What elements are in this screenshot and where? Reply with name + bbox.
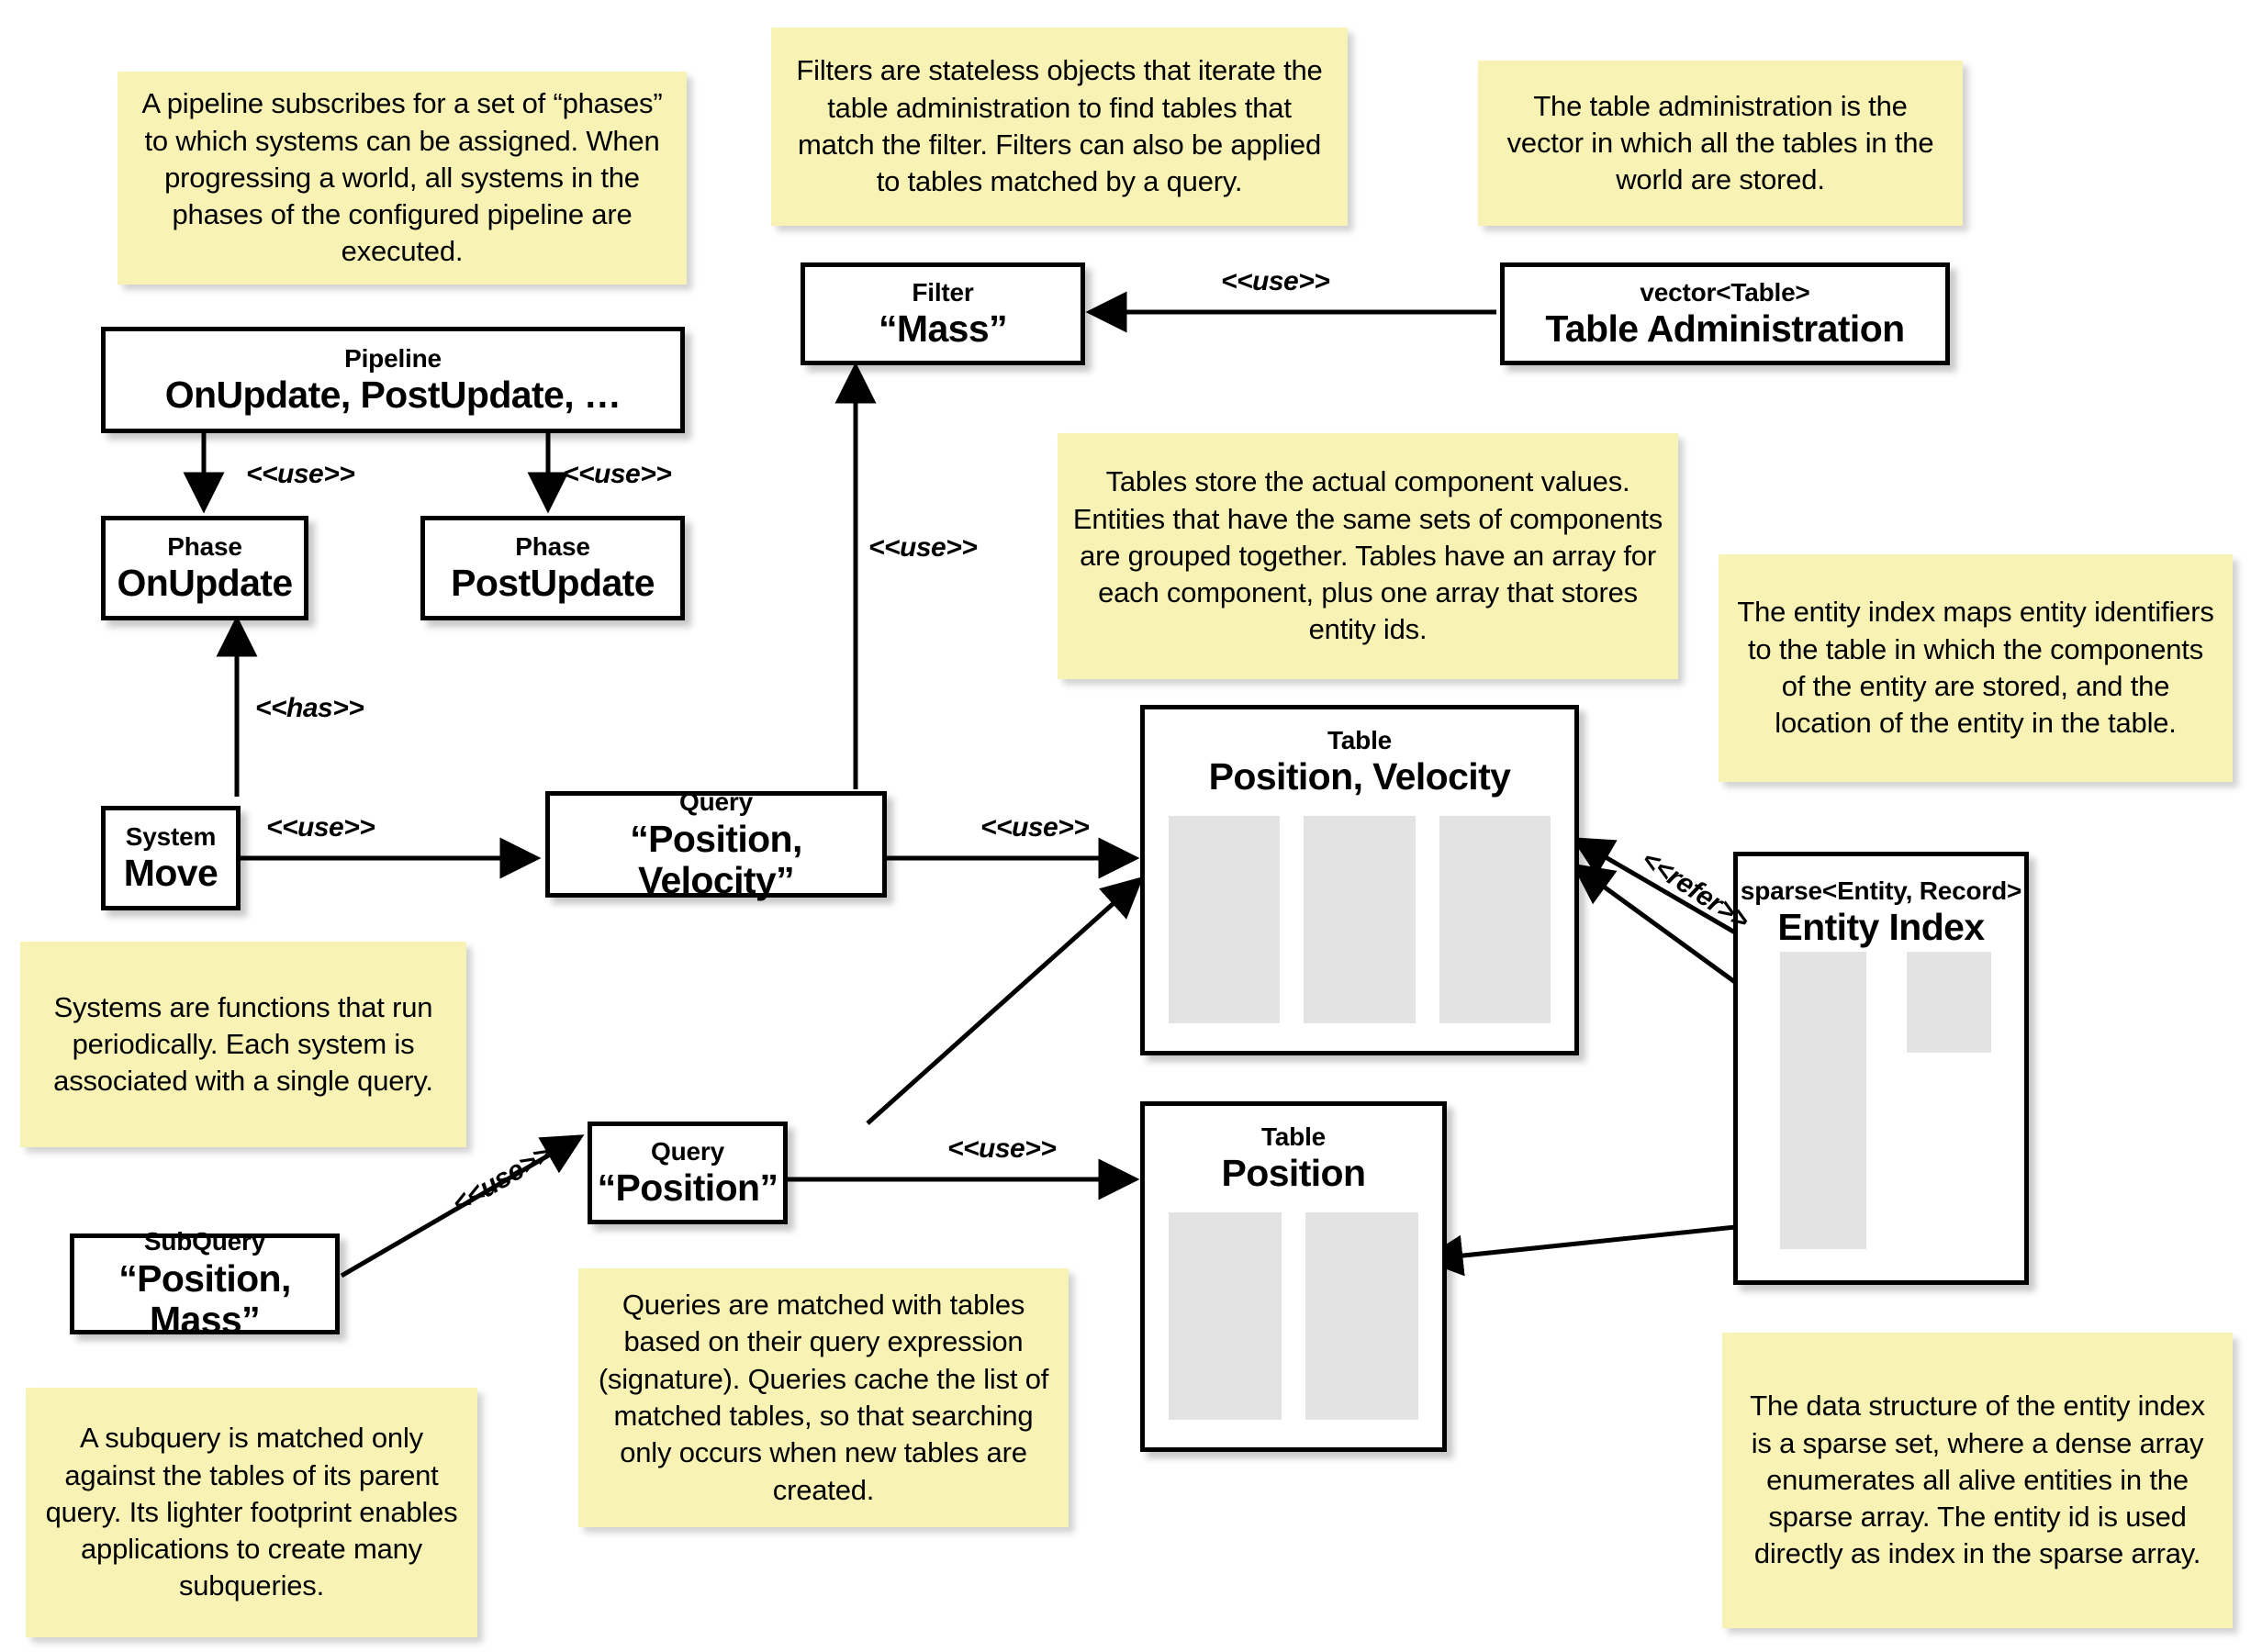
node-stereotype: Table — [1260, 1122, 1327, 1151]
node-entity-index[interactable]: sparse<Entity, Record> Entity Index — [1733, 852, 2029, 1285]
node-title: “Position, Velocity” — [630, 817, 802, 901]
note-entity-index: The entity index maps entity identifiers… — [1719, 554, 2233, 782]
edge-label-system-has-phase: <<has>> — [255, 693, 364, 723]
node-subquery-position-mass[interactable]: SubQuery “Position, Mass” — [70, 1227, 340, 1340]
table-columns — [1145, 1194, 1442, 1447]
node-stereotype: Query — [651, 1136, 724, 1166]
table-columns — [1145, 798, 1574, 1051]
node-title: Move — [123, 852, 218, 895]
node-title: PostUpdate — [451, 562, 655, 605]
table-column — [1439, 816, 1551, 1023]
entity-index-internals — [1738, 856, 2024, 1280]
edge-label-query-use-filter: <<use>> — [868, 532, 978, 563]
sparse-array-block — [1780, 952, 1866, 1249]
node-title: “Position, Mass” — [118, 1256, 291, 1341]
edge-label-pipeline-to-onupdate: <<use>> — [246, 459, 355, 489]
node-stereotype: Phase — [515, 531, 590, 561]
node-stereotype: Table — [1327, 726, 1393, 754]
note-table-administration: The table administration is the vector i… — [1478, 61, 1963, 226]
node-stereotype: Pipeline — [344, 343, 442, 373]
node-phase-postupdate[interactable]: Phase PostUpdate — [420, 516, 685, 620]
note-filters: Filters are stateless objects that itera… — [771, 28, 1348, 226]
node-stereotype: vector<Table> — [1640, 277, 1810, 307]
table-column — [1304, 816, 1416, 1023]
node-stereotype: Filter — [912, 277, 974, 307]
edge-label-subquery-use-query: <<use>> — [447, 1138, 556, 1220]
node-stereotype: System — [125, 821, 217, 851]
node-title: Entity Index — [1777, 906, 1985, 949]
node-stereotype: SubQuery — [143, 1227, 266, 1256]
note-tables: Tables store the actual component values… — [1058, 433, 1678, 679]
edge-label-system-use-query: <<use>> — [266, 812, 375, 843]
node-table-position[interactable]: Table Position — [1140, 1101, 1447, 1452]
note-queries: Queries are matched with tables based on… — [578, 1268, 1069, 1527]
node-table-position-velocity[interactable]: Table Position, Velocity — [1140, 705, 1579, 1055]
node-stereotype: Query — [679, 787, 753, 817]
node-title: “Mass” — [879, 307, 1008, 351]
edge-label-admin-use-filter: <<use>> — [1221, 266, 1330, 296]
node-title: Position, Velocity — [1208, 755, 1511, 798]
table-column — [1169, 1212, 1282, 1420]
node-title: “Position” — [597, 1166, 778, 1210]
node-title: OnUpdate, PostUpdate, … — [164, 374, 621, 417]
table-column — [1305, 1212, 1418, 1420]
node-filter-mass[interactable]: Filter “Mass” — [801, 262, 1085, 365]
node-pipeline[interactable]: Pipeline OnUpdate, PostUpdate, … — [101, 327, 685, 433]
edge-label-query-p-use-table: <<use>> — [947, 1133, 1057, 1164]
table-column — [1169, 816, 1281, 1023]
note-pipeline: A pipeline subscribes for a set of “phas… — [118, 72, 687, 285]
node-title: Position — [1221, 1152, 1367, 1195]
node-stereotype: sparse<Entity, Record> — [1740, 876, 2022, 905]
node-stereotype: Phase — [167, 531, 242, 561]
dense-array-block — [1907, 952, 1991, 1053]
note-subqueries: A subquery is matched only against the t… — [26, 1388, 477, 1637]
node-table-administration[interactable]: vector<Table> Table Administration — [1500, 262, 1950, 365]
node-title: Table Administration — [1545, 307, 1905, 351]
node-phase-onupdate[interactable]: Phase OnUpdate — [101, 516, 308, 620]
node-system-move[interactable]: System Move — [101, 806, 241, 910]
edge-label-pipeline-to-postupdate: <<use>> — [563, 459, 672, 489]
node-title: OnUpdate — [117, 562, 293, 605]
node-query-position[interactable]: Query “Position” — [588, 1122, 788, 1224]
node-query-position-velocity[interactable]: Query “Position, Velocity” — [545, 787, 887, 901]
edge-label-query-pv-use-table: <<use>> — [980, 812, 1090, 843]
note-sparse-set: The data structure of the entity index i… — [1722, 1333, 2233, 1628]
note-systems: Systems are functions that run periodica… — [20, 942, 466, 1147]
arrow-index-refer-table-position — [1421, 1220, 1780, 1277]
arrow-query-p-use-table-pv — [866, 876, 1144, 1125]
